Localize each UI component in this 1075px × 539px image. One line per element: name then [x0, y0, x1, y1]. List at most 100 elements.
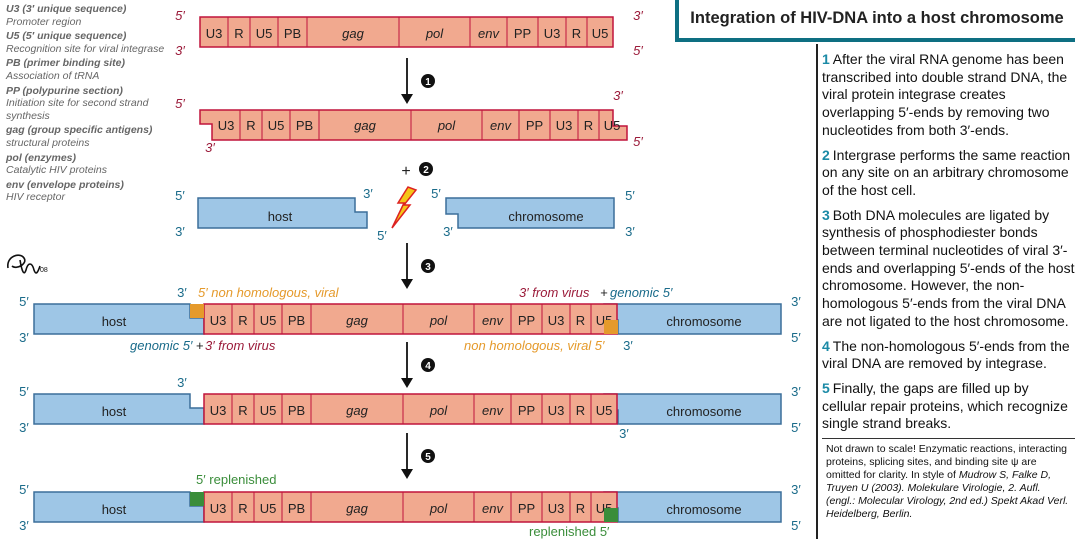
end-label: 5′ [791, 518, 801, 533]
segment-label: PB [288, 313, 305, 328]
arrow-head [401, 378, 413, 388]
segment-label: R [576, 501, 585, 516]
step-body: The non-homologous 5′-ends from the vira… [822, 337, 1070, 372]
step-body: Intergrase performs the same reaction on… [822, 146, 1071, 198]
segment-label: env [482, 403, 504, 418]
segment-label: U3 [548, 313, 565, 328]
segment-label: R [238, 501, 247, 516]
segment-label: U3 [210, 501, 227, 516]
host-label: host [102, 314, 127, 329]
segment-label: U5 [260, 501, 277, 516]
segment-label: U5 [256, 26, 273, 41]
end-label: 3′ [363, 186, 373, 201]
segment-label: U5 [592, 26, 609, 41]
step-marker-number: 3 [425, 262, 431, 273]
segment-label: pol [429, 403, 448, 418]
signature-year: 08 [40, 267, 48, 274]
end-block [190, 304, 204, 318]
arrow-head [401, 94, 413, 104]
end-label: 3′ [633, 8, 643, 23]
segment-label: U5 [260, 403, 277, 418]
step-marker-number: 1 [425, 77, 431, 88]
end-label: 3′ [443, 224, 453, 239]
step-marker-number: 5 [425, 452, 431, 463]
segment-label: pol [437, 118, 456, 133]
segment-label: env [478, 26, 500, 41]
integrated-viral-dna [203, 491, 618, 523]
legend-description: Promoter region [6, 15, 82, 28]
legend-term: U5 (5′ unique sequence) [6, 30, 127, 43]
end-label: 3′ [175, 43, 185, 58]
segment-label: gag [346, 501, 368, 516]
arrow-head [401, 469, 413, 479]
segment-label: U3 [210, 403, 227, 418]
segment-label: gag [346, 403, 368, 418]
segment-label: R [234, 26, 243, 41]
chromosome-label: chromosome [666, 314, 741, 329]
segment-label: PP [518, 501, 535, 516]
segment-label: env [482, 501, 504, 516]
segment-label: PP [514, 26, 531, 41]
plus-sign: + [401, 163, 410, 180]
end-label: 3′ [177, 285, 187, 300]
title-box: Integration of HIV-DNA into a host chrom… [675, 0, 1075, 42]
annotation-plus: + [196, 338, 204, 353]
legend-description: Initiation site for second strand synthe… [6, 97, 149, 122]
segment-label: env [490, 118, 512, 133]
end-label: 3′ [19, 330, 29, 345]
divider-line [816, 44, 818, 539]
step-marker-number: 4 [425, 361, 431, 372]
end-label: 5′ [791, 330, 801, 345]
annotation-replenished-five: replenished 5′ [529, 524, 610, 539]
segment-label: R [238, 313, 247, 328]
viral-dna-processed [199, 109, 628, 141]
end-label: 5′ [19, 294, 29, 309]
step-marker-number: 2 [423, 165, 429, 176]
segment-label: pol [425, 26, 444, 41]
segment-label: R [246, 118, 255, 133]
step-marker [421, 259, 435, 273]
end-label: 5′ [633, 134, 643, 149]
segment-label: U5 [268, 118, 285, 133]
end-block [604, 320, 618, 334]
signature-mark [7, 254, 41, 274]
host-label: host [102, 404, 127, 419]
step-body: After the viral RNA genome has been tran… [822, 51, 1068, 138]
segment-label: U3 [556, 118, 573, 133]
end-label: 3′ [19, 518, 29, 533]
step-body: Both DNA molecules are ligated by synthe… [822, 206, 1075, 329]
segment-label: U3 [544, 26, 561, 41]
segment-label: PB [296, 118, 313, 133]
segment-label: U3 [210, 313, 227, 328]
lightning-bolt-icon [391, 186, 418, 229]
chromosome-label: chromosome [666, 502, 741, 517]
segment-label: U3 [218, 118, 235, 133]
annotation-three-from-virus: 3′ from virus [205, 338, 276, 353]
end-label: 3′ [19, 420, 29, 435]
legend-term: PP (polypurine section) [6, 84, 123, 97]
end-label: 5′ [633, 43, 643, 58]
segment-label: gag [354, 118, 376, 133]
end-label: 3′ [205, 140, 215, 155]
end-label: 5′ [175, 96, 185, 111]
end-label: 3′ [625, 224, 635, 239]
annotation-five-non-homologous: 5′ non homologous, viral [198, 285, 340, 300]
notes: Not drawn to scale! Enzymatic reactions,… [826, 443, 1071, 521]
step-number: 4 [822, 337, 830, 354]
step-number: 3 [822, 206, 830, 223]
end-label: 3′ [175, 224, 185, 239]
segment-label: R [576, 403, 585, 418]
host-label: host [102, 502, 127, 517]
end-label: 5′ [19, 482, 29, 497]
segment-label: PB [288, 501, 305, 516]
segment-label: R [572, 26, 581, 41]
legend-description: Association of tRNA [6, 69, 100, 82]
annotation-plus: + [600, 285, 608, 300]
segment-label: PB [284, 26, 301, 41]
segment-label: U3 [206, 26, 223, 41]
